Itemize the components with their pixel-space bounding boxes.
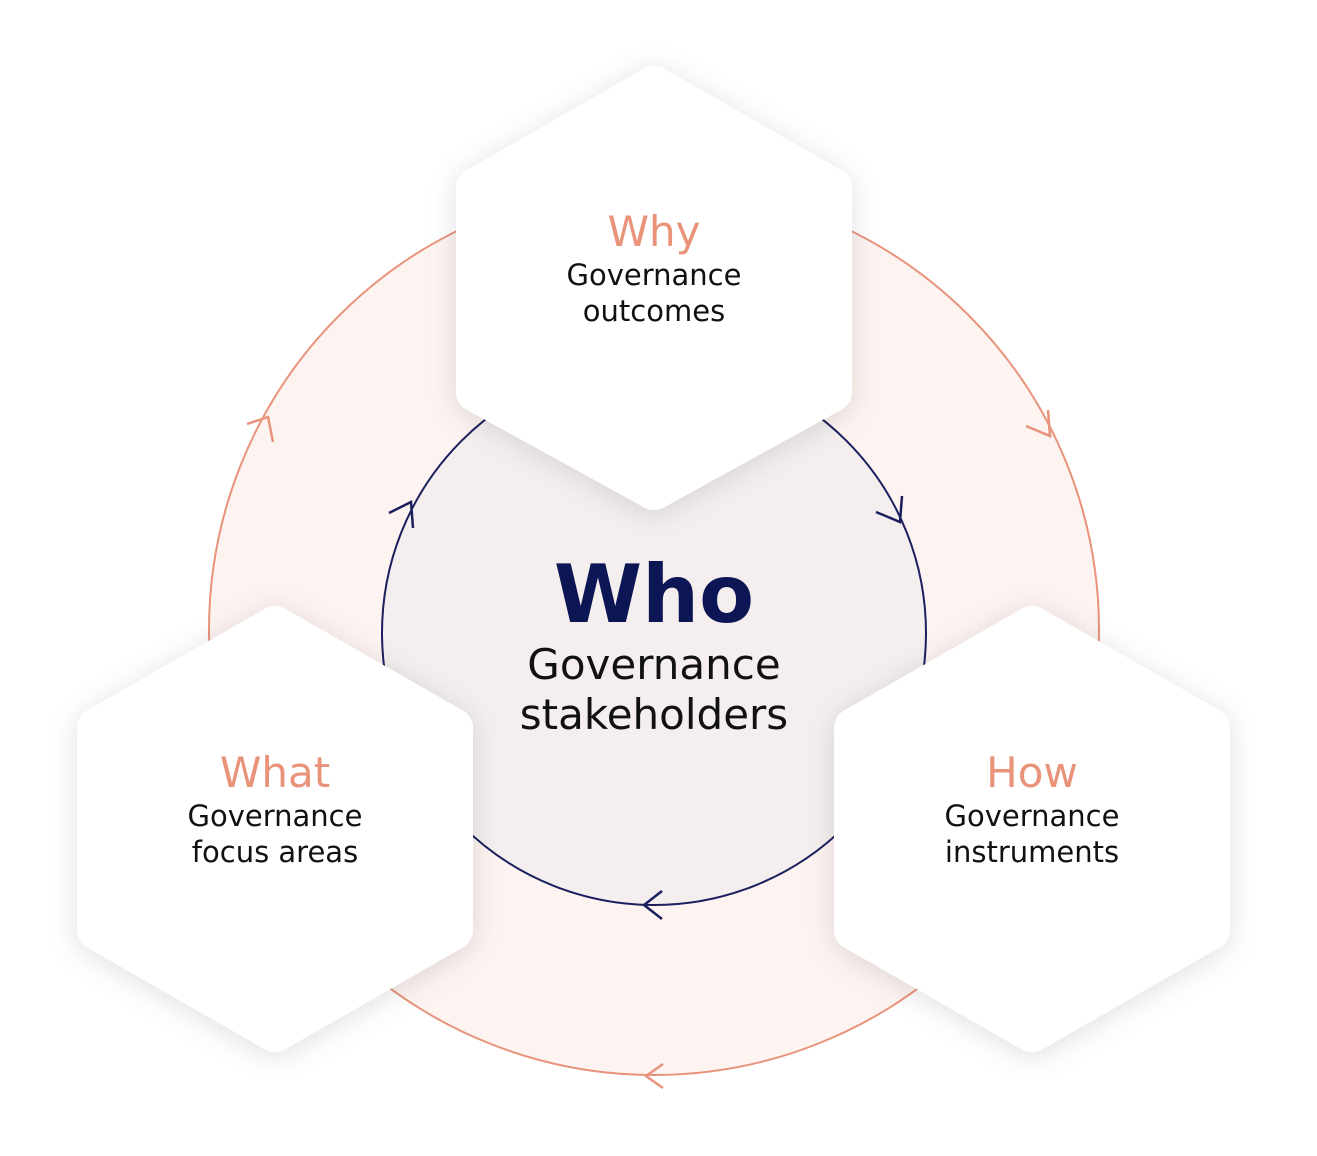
center-who: Who Governance stakeholders — [520, 550, 788, 740]
hexagon-how — [834, 606, 1230, 1052]
inner-arrow-up-icon — [388, 500, 415, 529]
hexagon-why — [456, 66, 852, 510]
node-what: What Governance focus areas — [188, 748, 363, 870]
inner-arrow-left-icon — [641, 890, 663, 920]
outer-arrow-left-icon — [643, 1062, 664, 1090]
node-why: Why Governance outcomes — [567, 207, 742, 329]
inner-arrow-down-icon — [875, 495, 904, 524]
hexagon-what — [77, 606, 473, 1052]
outer-arrow-down-icon — [1025, 409, 1052, 438]
node-subtitle-line2: outcomes — [582, 294, 726, 328]
node-subtitle-line2: instruments — [944, 835, 1120, 869]
center-subtitle-line2: stakeholders — [519, 690, 789, 739]
node-title: What — [219, 748, 331, 797]
node-subtitle-line2: focus areas — [191, 835, 359, 869]
node-title: How — [986, 748, 1078, 797]
center-title: Who — [553, 548, 755, 641]
node-subtitle-line1: Governance — [566, 258, 742, 292]
node-subtitle-line1: Governance — [944, 799, 1120, 833]
node-subtitle-line1: Governance — [187, 799, 363, 833]
node-how: How Governance instruments — [945, 748, 1120, 870]
outer-arrow-up-icon — [246, 415, 275, 443]
node-title: Why — [607, 207, 701, 256]
center-subtitle-line1: Governance — [527, 640, 781, 689]
